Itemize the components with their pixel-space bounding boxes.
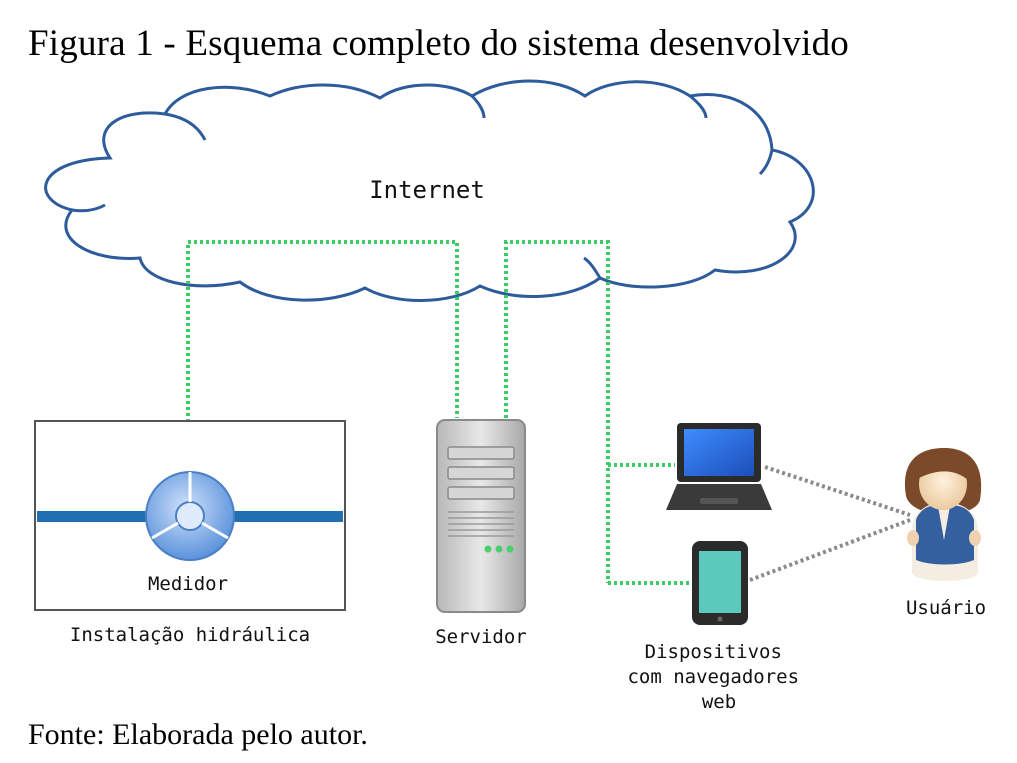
devices-label-line-1: Dispositivos	[645, 641, 782, 663]
internet-label: Internet	[369, 176, 485, 204]
user-label: Usuário	[906, 597, 986, 619]
server-label: Servidor	[435, 626, 527, 648]
water-meter-icon	[145, 471, 235, 561]
figure-source: Fonte: Elaborada pelo autor.	[28, 718, 368, 751]
meter-label: Medidor	[148, 573, 228, 595]
internet-cloud: Internet	[44, 79, 815, 302]
user-links	[749, 465, 911, 582]
server-icon	[436, 419, 526, 613]
figure-caption: Figura 1 - Esquema completo do sistema d…	[28, 23, 849, 64]
cloud-icon	[44, 79, 815, 302]
devices-label-line-3: web	[702, 691, 736, 713]
devices-label: Dispositivos com navegadores web	[627, 641, 810, 713]
meter-connection	[186, 240, 459, 470]
devices-label-line-2: com navegadores	[627, 666, 799, 688]
hydraulic-installation: Medidor	[34, 420, 346, 611]
laptop-icon	[666, 423, 772, 510]
installation-label: Instalação hidráulica	[70, 624, 310, 646]
user-icon	[904, 448, 982, 581]
network-connections	[186, 240, 690, 585]
smartphone-icon	[692, 541, 748, 625]
